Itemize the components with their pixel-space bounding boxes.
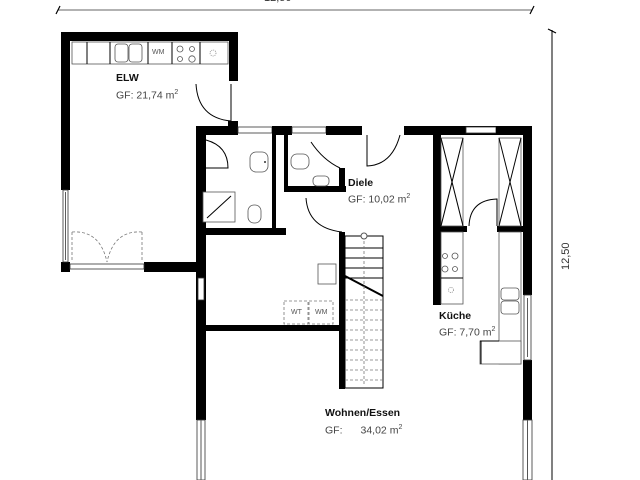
core-walls bbox=[196, 126, 532, 420]
utility-sink bbox=[317, 263, 337, 285]
room-name: Küche bbox=[439, 310, 472, 322]
washer-outline bbox=[308, 300, 334, 325]
kitchen-cabinets bbox=[440, 137, 522, 365]
elw-walls bbox=[61, 32, 238, 276]
room-area: GF:34,02 m2 bbox=[325, 424, 403, 437]
elw-terrace-door bbox=[69, 263, 145, 270]
elw-door-swing bbox=[195, 83, 232, 122]
elw-kitchenette bbox=[71, 41, 229, 65]
staircase bbox=[344, 232, 384, 389]
bathroom-fixtures bbox=[202, 139, 341, 224]
room-name: Wohnen/Essen bbox=[325, 407, 401, 419]
diele-entry-door bbox=[366, 134, 401, 167]
diele-lower-door bbox=[305, 197, 343, 233]
dryer-outline bbox=[283, 300, 309, 325]
elw-washer-label: WM bbox=[152, 49, 165, 56]
room-name: ELW bbox=[116, 72, 139, 84]
room-area: GF: 21,74 m2 bbox=[116, 89, 179, 102]
height-dimension-label: 12,50 bbox=[560, 242, 572, 270]
room-name: Diele bbox=[348, 177, 374, 189]
utility-washer-label: WM bbox=[315, 309, 328, 316]
width-dimension-label: 12,50 bbox=[264, 0, 292, 4]
utility-window bbox=[197, 277, 205, 301]
room-area: GF: 10,02 m2 bbox=[348, 193, 411, 206]
dimension-lines bbox=[55, 5, 557, 480]
utility-dryer-label: WT bbox=[291, 309, 302, 316]
room-area: GF: 7,70 m2 bbox=[439, 326, 496, 339]
kitchen-walls bbox=[433, 135, 532, 420]
